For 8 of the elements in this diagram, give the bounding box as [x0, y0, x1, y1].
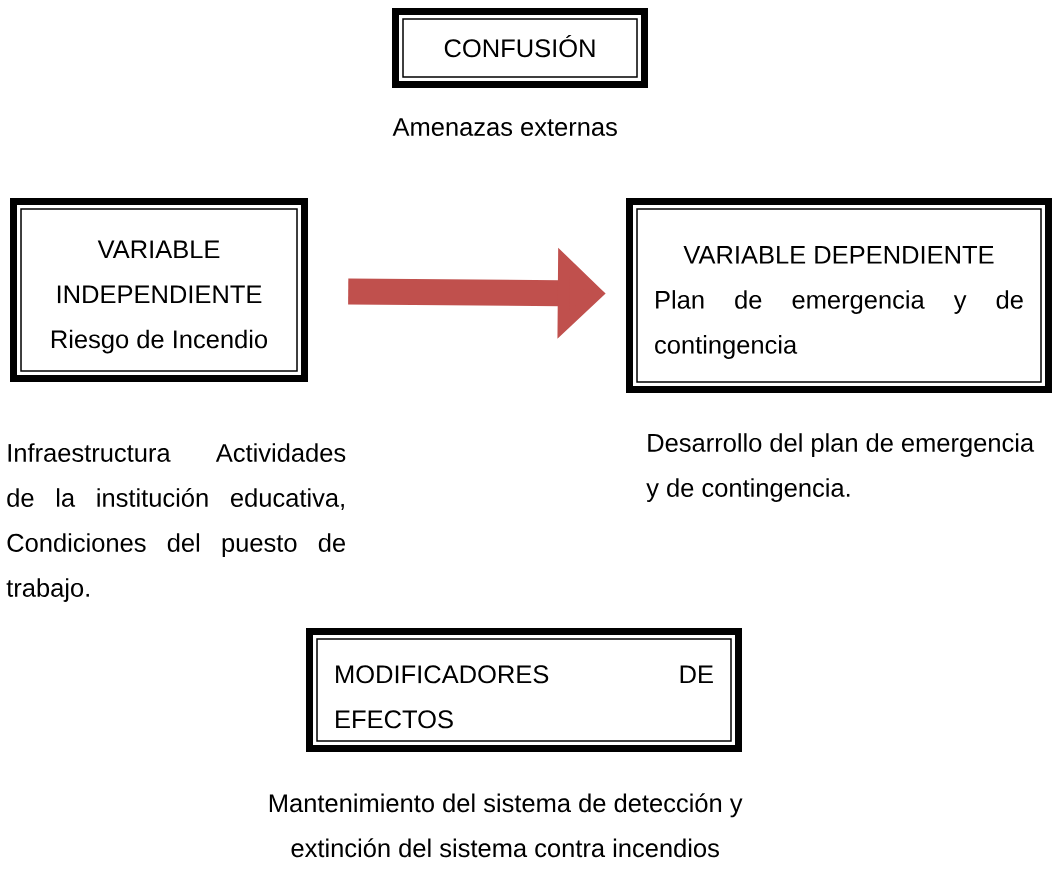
caption-text: Mantenimiento del sistema de detección y extinción del sistema contra incendios: [269, 793, 743, 858]
double-bordered-box: VARIABLE INDEPENDIENTE Riesgo de Incendio: [10, 198, 308, 382]
caption-text: Desarrollo del plan de emergencia y de contingencia.: [646, 433, 1035, 502]
double-bordered-box: MODIFICADORES DE EFECTOS: [306, 628, 742, 752]
double-bordered-box: CONFUSIÓN: [392, 8, 648, 88]
note-text: Infraestructura Actividades de la institución educativa, Condiciones del puesto de trabajo.: [6, 443, 346, 602]
caption-text: Amenazas externas: [392, 118, 617, 136]
double-bordered-box: VARIABLE DEPENDIENTE Plan de emergencia y de contingencia: [626, 198, 1052, 393]
